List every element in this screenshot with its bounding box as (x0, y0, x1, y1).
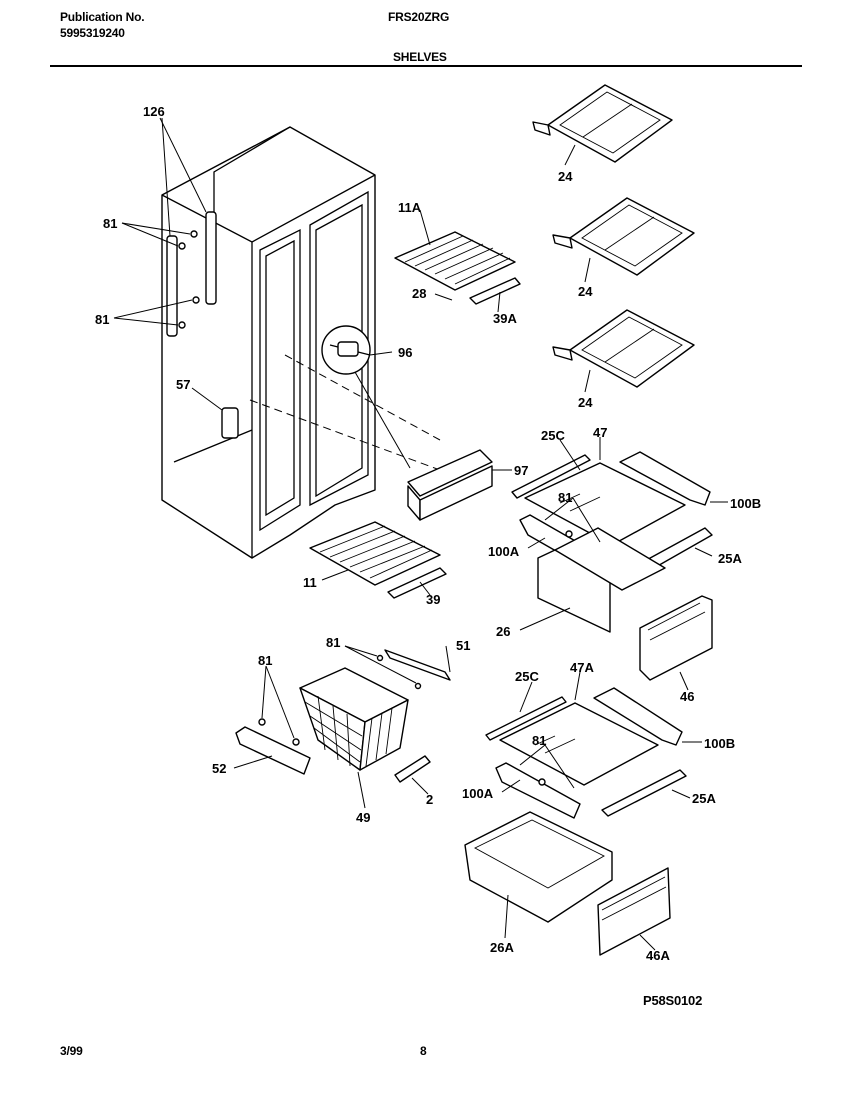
label-100a: 100A (462, 786, 494, 801)
label-11a: 11A (398, 200, 422, 215)
label-25c: 25C (515, 669, 539, 684)
label-96: 96 (398, 345, 412, 360)
door-handle-hardware (113, 117, 217, 337)
label-28: 28 (412, 286, 426, 301)
label-47a: 47A (570, 660, 594, 675)
label-100a: 100A (488, 544, 520, 559)
label-2: 2 (426, 792, 433, 807)
label-97: 97 (514, 463, 528, 478)
part-57-bracket (191, 387, 239, 439)
part-labels: 126 81 81 57 11A 28 39A 96 97 11 39 24 2… (95, 104, 761, 963)
label-11: 11 (303, 575, 317, 590)
refrigerator-cabinet (161, 126, 441, 559)
label-81: 81 (103, 216, 117, 231)
label-26: 26 (496, 624, 510, 639)
publication-label: Publication No. (60, 10, 145, 24)
model-number: FRS20ZRG (388, 10, 450, 24)
crisper-assembly-upper (511, 437, 728, 691)
label-26a: 26A (490, 940, 514, 955)
label-24: 24 (578, 395, 593, 410)
label-39: 39 (426, 592, 440, 607)
diagram-id: P58S0102 (643, 993, 703, 1008)
crisper-assembly-lower (464, 671, 702, 956)
label-46: 46 (680, 689, 694, 704)
freezer-basket-49 (233, 645, 451, 809)
wire-shelf-11 (309, 521, 447, 599)
header-rule (50, 65, 802, 67)
label-24: 24 (578, 284, 593, 299)
label-81: 81 (326, 635, 340, 650)
label-25a: 25A (692, 791, 716, 806)
label-57: 57 (176, 377, 190, 392)
label-81: 81 (95, 312, 109, 327)
wire-shelf-11a (394, 209, 521, 313)
page-number: 8 (420, 1044, 427, 1058)
glass-shelf-24-bottom (552, 309, 695, 393)
label-39a: 39A (493, 311, 517, 326)
detail-circle-96 (321, 325, 411, 469)
section-title: SHELVES (393, 50, 447, 64)
label-126: 126 (143, 104, 165, 119)
glass-shelf-24-middle (552, 197, 695, 283)
label-52: 52 (212, 761, 226, 776)
label-25c: 25C (541, 428, 565, 443)
label-24: 24 (558, 169, 573, 184)
label-49: 49 (356, 810, 370, 825)
label-46a: 46A (646, 948, 670, 963)
label-81: 81 (558, 490, 572, 505)
label-51: 51 (456, 638, 470, 653)
label-100b: 100B (704, 736, 735, 751)
label-25a: 25A (718, 551, 742, 566)
label-81: 81 (258, 653, 272, 668)
glass-shelf-24-top (532, 84, 673, 166)
part-97-rail (407, 449, 512, 521)
footer-date: 3/99 (60, 1044, 83, 1058)
label-81: 81 (532, 733, 546, 748)
label-100b: 100B (730, 496, 761, 511)
label-47: 47 (593, 425, 607, 440)
publication-number: 5995319240 (60, 26, 125, 40)
